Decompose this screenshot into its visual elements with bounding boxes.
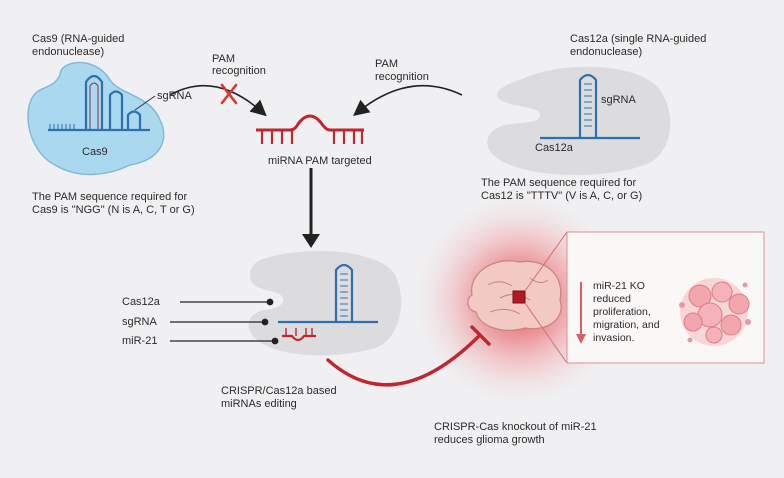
- pam-right-line2: recognition: [375, 71, 429, 83]
- result-down-arrow: [576, 282, 586, 344]
- zoom-lines: [524, 231, 568, 364]
- result-line4: migration, and: [593, 319, 660, 331]
- blocked-x-icon: [220, 83, 238, 105]
- pam-left-line1: PAM: [212, 53, 236, 65]
- pam-arrow-left: [169, 84, 267, 117]
- cas12a-protein: [487, 66, 671, 176]
- pam-left-line2: recognition: [212, 65, 266, 77]
- cas9-title-line1: Cas9 (RNA-guided: [32, 33, 125, 45]
- cas12a-sgrna-label: sgRNA: [601, 94, 636, 106]
- inhibition-arrow: [326, 325, 491, 387]
- complex-callouts: [170, 298, 279, 345]
- cas9-protein: [27, 61, 165, 176]
- cas12a-pam-line2: Cas12 is "TTTV" (V is A, C, or G): [481, 190, 643, 202]
- complex-label-mir21: miR-21: [122, 335, 158, 347]
- knockout-line2: reduces glioma growth: [434, 434, 545, 446]
- knockout-line1: CRISPR-Cas knockout of miR-21: [434, 421, 597, 433]
- cas12a-pam-line1: The PAM sequence required for: [481, 177, 637, 189]
- cas12a-title-line1: Cas12a (single RNA-guided: [570, 33, 707, 45]
- pam-arrow-right: [353, 84, 463, 117]
- cas9-sgrna-label: sgRNA: [157, 90, 192, 102]
- pam-right-line1: PAM: [375, 58, 399, 70]
- cas12a-sgrna: [540, 73, 640, 140]
- down-arrow: [302, 168, 320, 248]
- cas12a-complex: [248, 251, 402, 356]
- result-line1: miR-21 KO: [593, 280, 645, 292]
- cas9-pam-line2: Cas9 is "NGG" (N is A, C, T or G): [32, 204, 195, 216]
- cas9-sgrna: [48, 74, 150, 132]
- complex-caption-line1: CRISPR/Cas12a based: [221, 385, 337, 397]
- cas9-protein-label: Cas9: [82, 146, 108, 158]
- result-line2: reduced: [593, 293, 631, 305]
- complex-label-cas12a: Cas12a: [122, 296, 160, 308]
- result-line3: proliferation,: [593, 306, 651, 318]
- result-line5: invasion.: [593, 332, 635, 344]
- cas12a-title-line2: endonuclease): [570, 46, 643, 58]
- cas9-pam-line1: The PAM sequence required for: [32, 191, 188, 203]
- complex-caption-line2: miRNAs editing: [221, 398, 297, 410]
- cas9-title-line2: endonuclease): [32, 46, 105, 58]
- cas12a-protein-label: Cas12a: [535, 142, 573, 154]
- brain-icon: [467, 260, 562, 331]
- complex-label-sgrna: sgRNA: [122, 316, 157, 328]
- mirna-strand: [256, 114, 364, 144]
- mirna-label: miRNA PAM targeted: [268, 155, 372, 167]
- tumor-cells-icon: [679, 278, 751, 346]
